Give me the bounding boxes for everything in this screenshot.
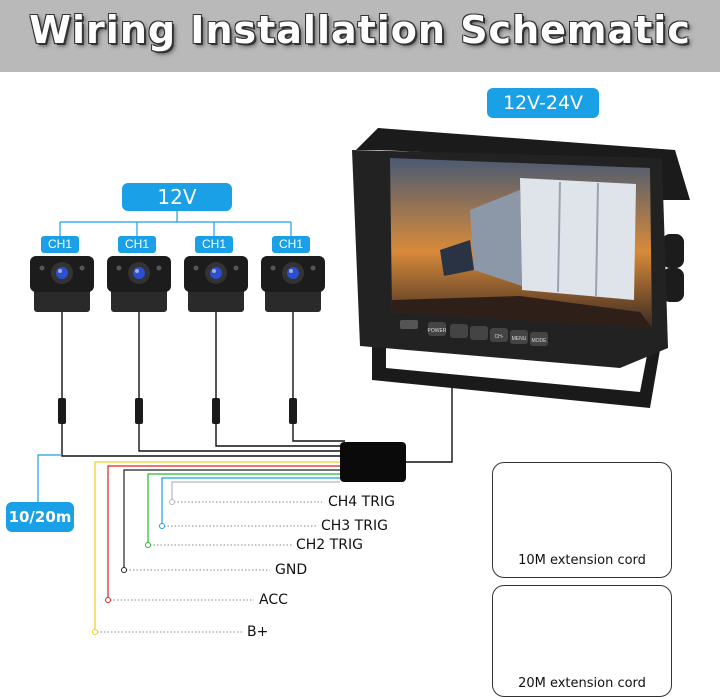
wire-leader-lines [97, 501, 322, 633]
wire-end-markers [92, 499, 175, 635]
wire-label-acc: ACC [259, 592, 288, 608]
camera-4 [261, 256, 325, 312]
monitor-cable [406, 378, 453, 463]
wire-label-ch2-trig: CH2 TRIG [296, 537, 363, 553]
camera-1-channel-tag: CH1 [41, 236, 79, 253]
wire-label-gnd: GND [275, 562, 308, 578]
wire-label-ch3-trig: CH3 TRIG [321, 518, 388, 534]
extension-cord-20m-panel: 20M extension cord [492, 585, 672, 697]
camera-1 [30, 256, 94, 312]
junction-box [340, 442, 406, 482]
extension-cord-20m-label: 20M extension cord [518, 676, 646, 691]
power-button-label: POWER [428, 328, 447, 334]
cable-length-badge: 10/20m [6, 502, 74, 532]
page-title: Wiring Installation Schematic [29, 8, 691, 52]
mode-button-label: MODE [532, 338, 548, 344]
cable-connectors [58, 398, 297, 424]
monitor-voltage-badge: 12V-24V [487, 88, 599, 118]
wire-label-b-plus: B+ [247, 624, 269, 640]
menu-button-label: MENU [512, 336, 527, 342]
cable-length-indicator [37, 454, 62, 502]
camera-3-channel-tag: CH1 [195, 236, 233, 253]
camera-power-bracket [59, 211, 292, 236]
camera-2 [107, 256, 171, 312]
extension-cord-10m-panel: 10M extension cord [492, 462, 672, 578]
camera-3 [184, 256, 248, 312]
camera-2-channel-tag: CH1 [118, 236, 156, 253]
power-trigger-wires [94, 461, 340, 632]
monitor: POWER CH- MENU MODE [352, 128, 690, 408]
title-banner: Wiring Installation Schematic [0, 0, 720, 72]
camera-voltage-badge: 12V [122, 183, 232, 211]
camera-cables [61, 312, 345, 457]
ch-button-label: CH- [495, 334, 504, 340]
extension-cord-10m-label: 10M extension cord [518, 553, 646, 568]
camera-4-channel-tag: CH1 [272, 236, 310, 253]
wire-label-ch4-trig: CH4 TRIG [328, 494, 395, 510]
